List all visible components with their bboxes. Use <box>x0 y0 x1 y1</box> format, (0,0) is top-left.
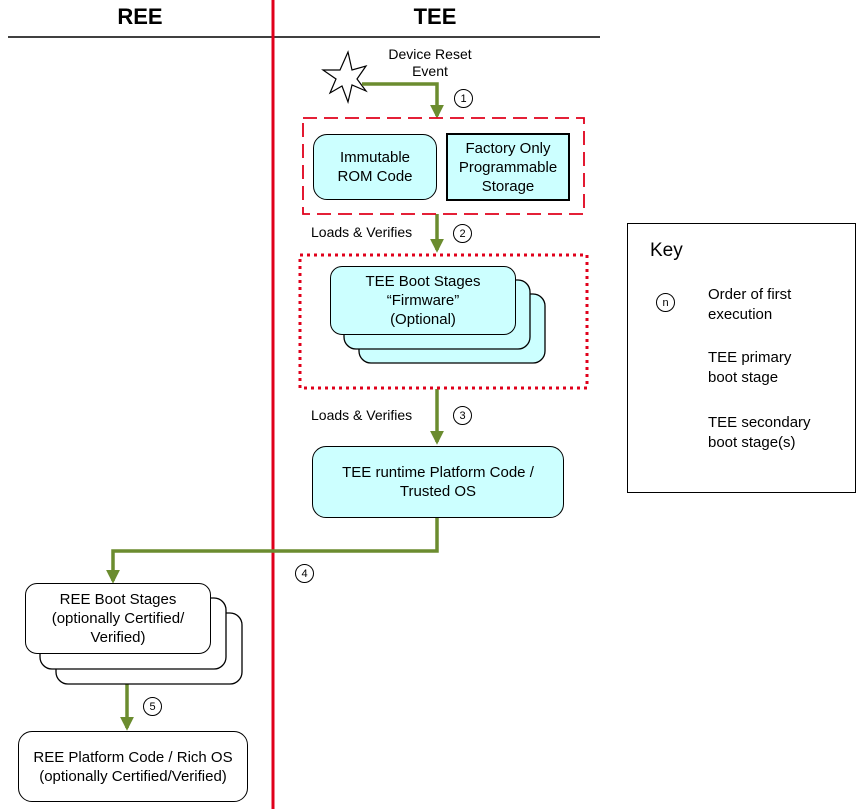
tee-header: TEE <box>413 4 457 29</box>
ree-header: REE <box>117 4 163 29</box>
arrow-runtime-to-ree-boot <box>106 517 439 584</box>
legend-secondary-line-2: boot stage(s) <box>708 434 796 451</box>
tee-boot-stages-title: TEE Boot Stages <box>365 273 481 290</box>
device-reset-event-label: Device Reset Event <box>388 46 472 79</box>
step-5-marker: 5 <box>143 697 162 716</box>
legend-key-box: Key n Order of first execution TEE prima… <box>627 223 856 493</box>
ree-boot-stages-certified: (optionally Certified/ <box>51 610 185 627</box>
legend-secondary-line-1: TEE secondary <box>708 414 811 431</box>
legend-primary-line-1: TEE primary <box>708 349 792 366</box>
tee-runtime-line-1: TEE runtime Platform Code / <box>342 464 534 481</box>
step-3-marker: 3 <box>453 406 472 425</box>
step-4-marker: 4 <box>295 564 314 583</box>
tee-runtime-line-2: Trusted OS <box>399 483 477 500</box>
legend-primary-line-2: boot stage <box>708 369 779 386</box>
tee-boot-stages-optional: (Optional) <box>390 311 456 328</box>
legend-primary-text: TEE primary boot stage <box>708 348 791 388</box>
tee-boot-stages-box: TEE Boot Stages “Firmware” (Optional) <box>330 266 516 335</box>
factory-programmable-storage-box: Factory Only Programmable Storage <box>446 133 570 201</box>
immutable-rom-code-box: Immutable ROM Code <box>313 134 437 200</box>
loads-verifies-label-1: Loads & Verifies <box>311 224 413 240</box>
ree-platform-line-2: (optionally Certified/Verified) <box>39 767 227 785</box>
arrow-reset-to-rom <box>362 82 444 119</box>
tee-runtime-platform-box: TEE runtime Platform Code / Trusted OS <box>312 446 564 518</box>
ree-boot-stages-verified: Verified) <box>90 629 146 646</box>
ree-platform-line-1: REE Platform Code / Rich OS <box>33 748 233 766</box>
device-reset-starburst-icon <box>321 50 368 105</box>
tee-boot-stages-firmware: “Firmware” <box>386 292 460 309</box>
legend-order-text: Order of first execution <box>708 285 791 325</box>
legend-order-line-2: execution <box>708 306 773 323</box>
step-1-marker: 1 <box>454 89 473 108</box>
ree-boot-stages-box: REE Boot Stages (optionally Certified/ V… <box>25 583 211 654</box>
legend-secondary-text: TEE secondary boot stage(s) <box>708 413 811 453</box>
ree-boot-stages-title: REE Boot Stages <box>59 591 177 608</box>
step-2-marker: 2 <box>453 224 472 243</box>
ree-platform-code-box: REE Platform Code / Rich OS (optionally … <box>18 731 248 802</box>
factory-programmable-storage-label: Factory Only Programmable Storage <box>458 139 558 195</box>
loads-verifies-label-2: Loads & Verifies <box>311 407 413 423</box>
tee-primary-boot-stage-region <box>302 117 585 215</box>
immutable-rom-code-label: Immutable ROM Code <box>337 149 413 185</box>
legend-order-line-1: Order of first <box>708 286 792 303</box>
legend-order-symbol: n <box>656 293 675 312</box>
legend-key-title: Key <box>650 240 683 261</box>
